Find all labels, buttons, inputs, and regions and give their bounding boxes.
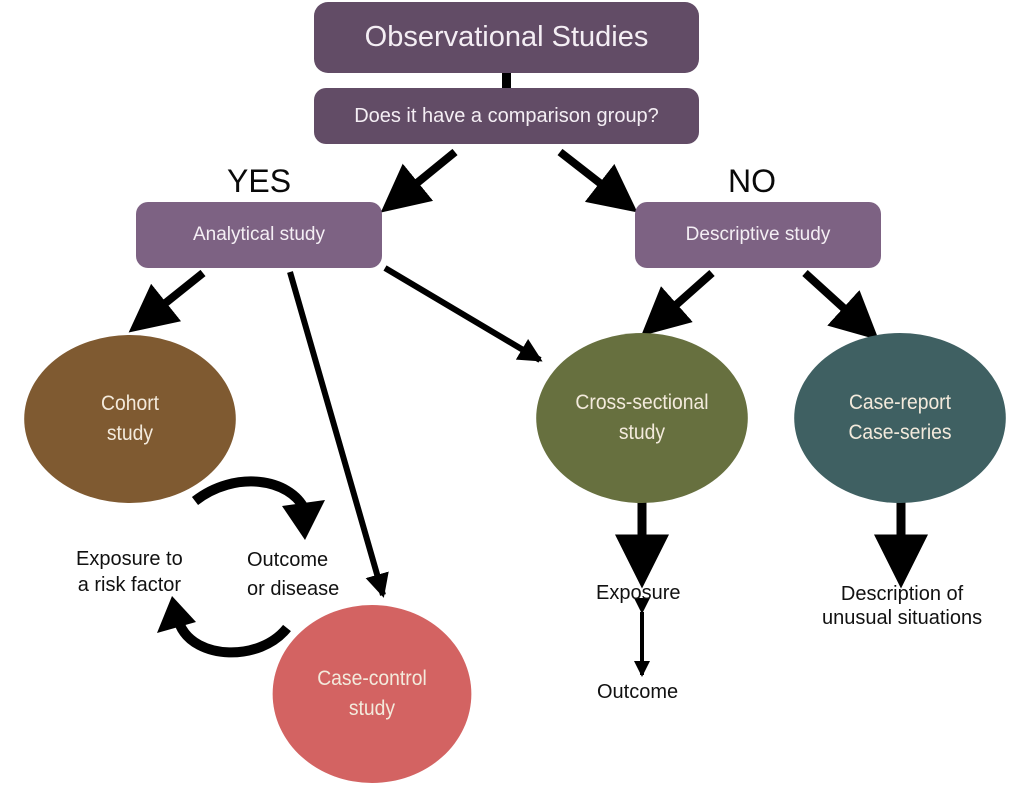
description-line1: Description of (840, 583, 964, 605)
title-text: Observational Studies (364, 21, 649, 53)
outcome-disease-line1: Outcome (247, 549, 329, 571)
case-report-node: Case-report Case-series (794, 333, 1006, 503)
analytical-study-box: Analytical study (136, 202, 382, 268)
descriptive-study-text: Descriptive study (685, 224, 831, 245)
cross-sectional-node: Cross-sectional study (536, 333, 748, 503)
description-label: Description of unusual situations (822, 582, 982, 630)
arrow-descriptive-to-case-report (802, 270, 879, 341)
cross-sectional-line1: Cross-sectional (575, 391, 709, 414)
exposure-label: Exposure (596, 582, 681, 604)
curved-arrow-outcome-to-exposure (175, 622, 291, 658)
description-line2: unusual situations (822, 607, 983, 629)
curved-arrowhead-outcome (282, 500, 325, 540)
outcome-disease-line2: or disease (247, 578, 340, 600)
arrow-analytical-to-cross-sectional (383, 265, 543, 363)
case-control-line1: Case-control (317, 667, 427, 690)
outcome-label: Outcome (597, 681, 679, 703)
no-branch-label: NO (728, 163, 776, 199)
case-report-line1: Case-report (848, 391, 952, 414)
exposure-risk-line2: a risk factor (77, 574, 182, 596)
outcome-disease-label: Outcome or disease (247, 546, 339, 604)
analytical-study-text: Analytical study (192, 224, 325, 245)
cohort-line1: Cohort (101, 392, 159, 415)
title-connector (502, 72, 511, 89)
case-report-line2: Case-series (848, 421, 952, 444)
arrow-question-to-descriptive (557, 148, 638, 213)
question-text: Does it have a comparison group? (354, 104, 659, 127)
arrow-analytical-to-case-control (287, 271, 389, 598)
cross-sectional-line2: study (618, 421, 666, 444)
arrow-question-to-analytical (380, 148, 458, 213)
curved-arrow-exposure-to-outcome (191, 476, 310, 513)
title-box: Observational Studies (314, 2, 699, 73)
yes-branch-label: YES (227, 163, 292, 199)
arrow-analytical-to-cohort (128, 269, 206, 333)
descriptive-study-box: Descriptive study (635, 202, 881, 268)
exposure-risk-label: Exposure to a risk factor (76, 546, 183, 598)
case-control-node: Case-control study (272, 605, 472, 783)
arrow-descriptive-to-cross-sectional (641, 270, 715, 336)
curved-arrowhead-exposure (157, 596, 196, 633)
case-control-line2: study (348, 697, 396, 720)
cohort-study-node: Cohort study (24, 335, 236, 503)
cohort-line2: study (106, 422, 154, 445)
question-box: Does it have a comparison group? (314, 88, 699, 144)
exposure-risk-line1: Exposure to (76, 548, 183, 570)
